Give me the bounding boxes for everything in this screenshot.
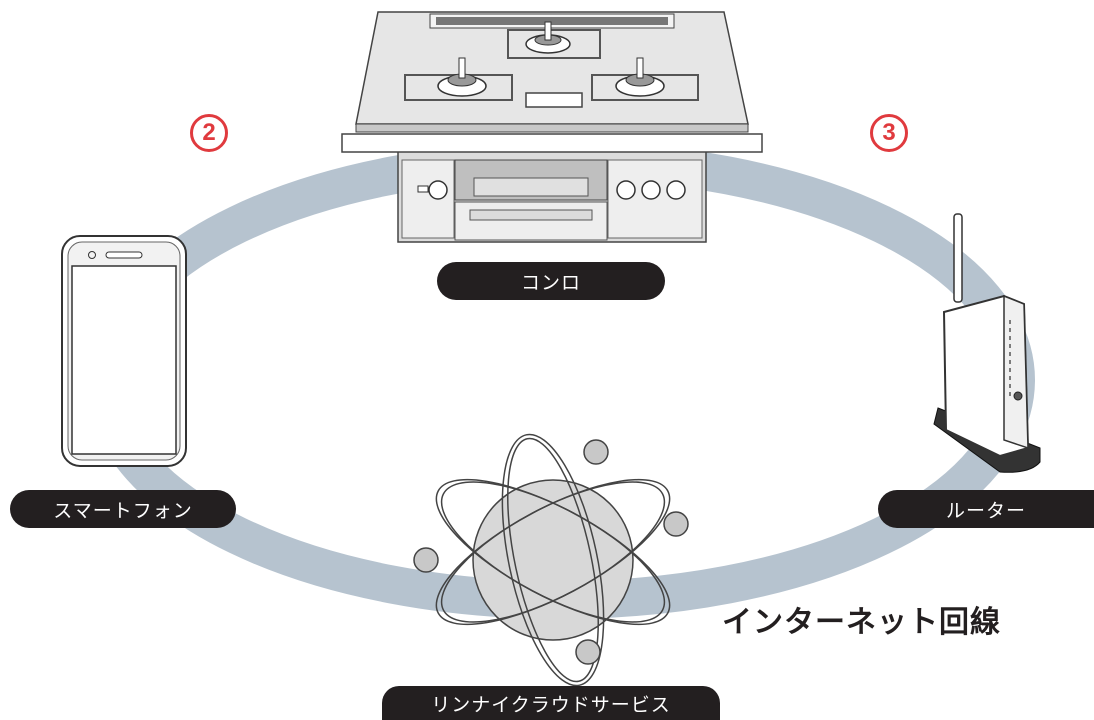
stove-illustration (341, 11, 763, 243)
smartphone-illustration (61, 235, 187, 467)
cloud-service-illustration (413, 433, 689, 687)
step-2-marker: 2 (190, 114, 228, 152)
router-illustration (933, 213, 1041, 473)
router-label: ルーター (878, 490, 1094, 528)
internet-line-label: インターネット回線 (722, 605, 1001, 640)
smartphone-label: スマートフォン (10, 490, 236, 528)
stove-label: コンロ (437, 262, 665, 300)
step-3-marker: 3 (870, 114, 908, 152)
cloud-service-label: リンナイクラウドサービス (382, 686, 720, 720)
